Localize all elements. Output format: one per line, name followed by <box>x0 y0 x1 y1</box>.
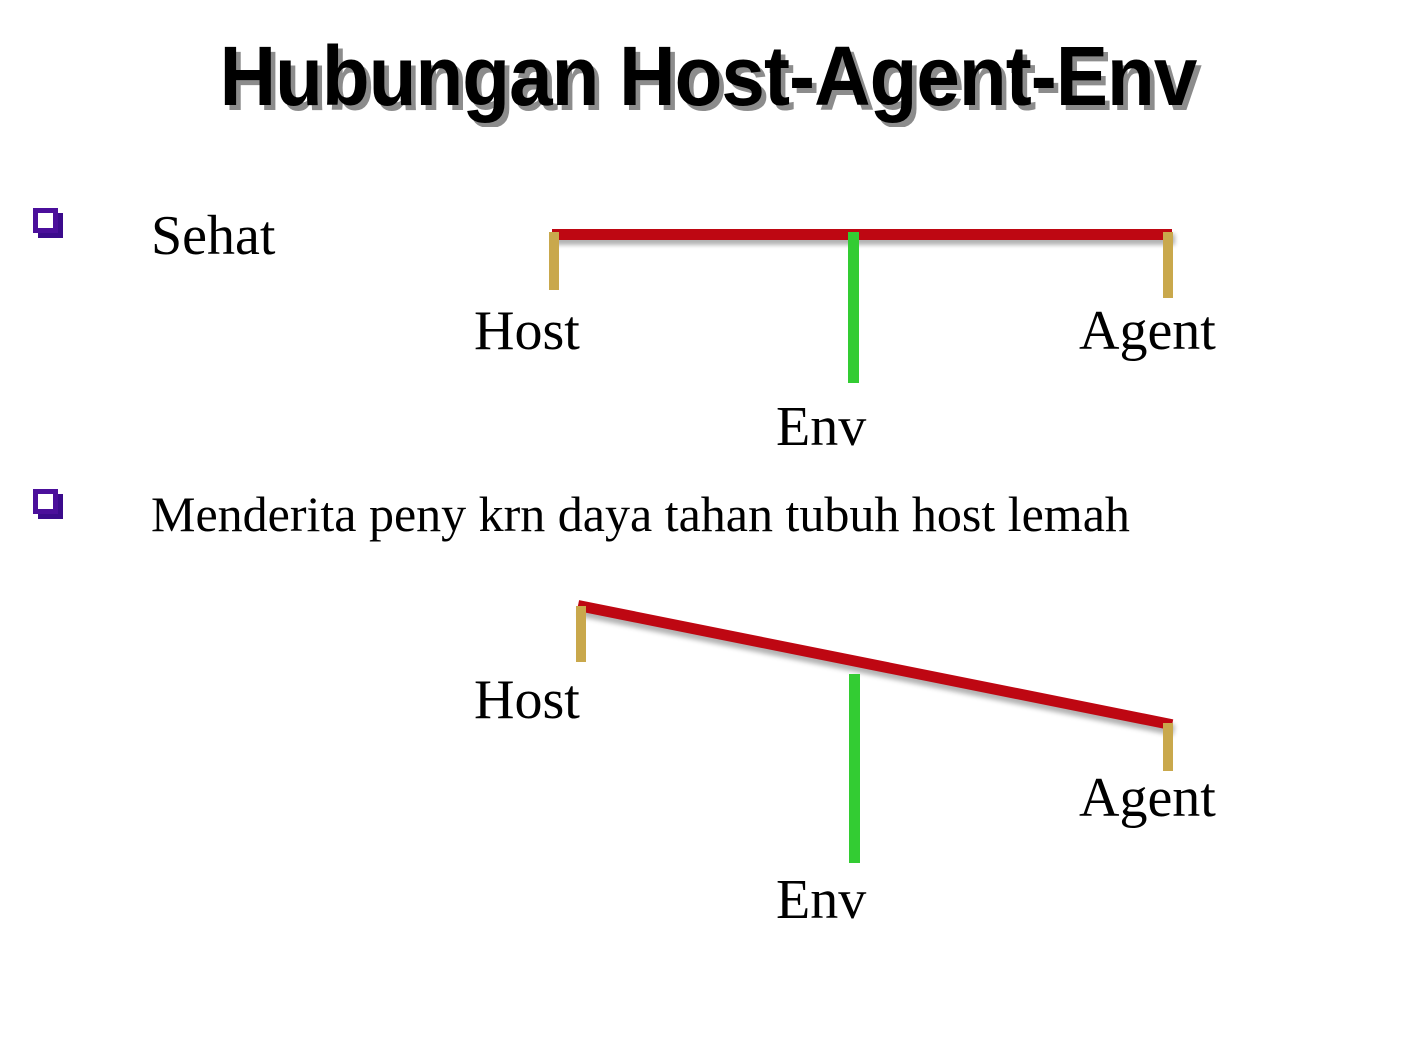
beam-horizontal <box>552 229 1172 240</box>
page-title: Hubungan Host-Agent-Env <box>219 29 1198 123</box>
beam-tilted <box>576 600 1174 731</box>
label-host: Host <box>474 300 580 362</box>
label-env: Env <box>776 396 867 458</box>
label-host: Host <box>474 669 580 731</box>
post-host <box>576 606 586 662</box>
hollow-square-bullet-icon <box>33 489 63 519</box>
list-item-label: Sehat <box>151 205 276 267</box>
label-agent: Agent <box>1079 767 1216 829</box>
list-item-menderita: Menderita peny krn daya tahan tubuh host… <box>33 489 1130 539</box>
post-env-fulcrum <box>848 232 859 383</box>
label-env: Env <box>776 869 867 931</box>
hollow-square-bullet-icon <box>33 208 63 238</box>
diagram-balanced-seesaw: Host Agent Env <box>0 0 1416 470</box>
post-agent <box>1163 723 1173 771</box>
list-item-sehat: Sehat <box>33 208 275 264</box>
post-env-fulcrum <box>849 674 860 863</box>
post-host <box>549 232 559 290</box>
label-agent: Agent <box>1079 300 1216 362</box>
list-item-label: Menderita peny krn daya tahan tubuh host… <box>151 486 1130 542</box>
post-agent <box>1163 232 1173 298</box>
